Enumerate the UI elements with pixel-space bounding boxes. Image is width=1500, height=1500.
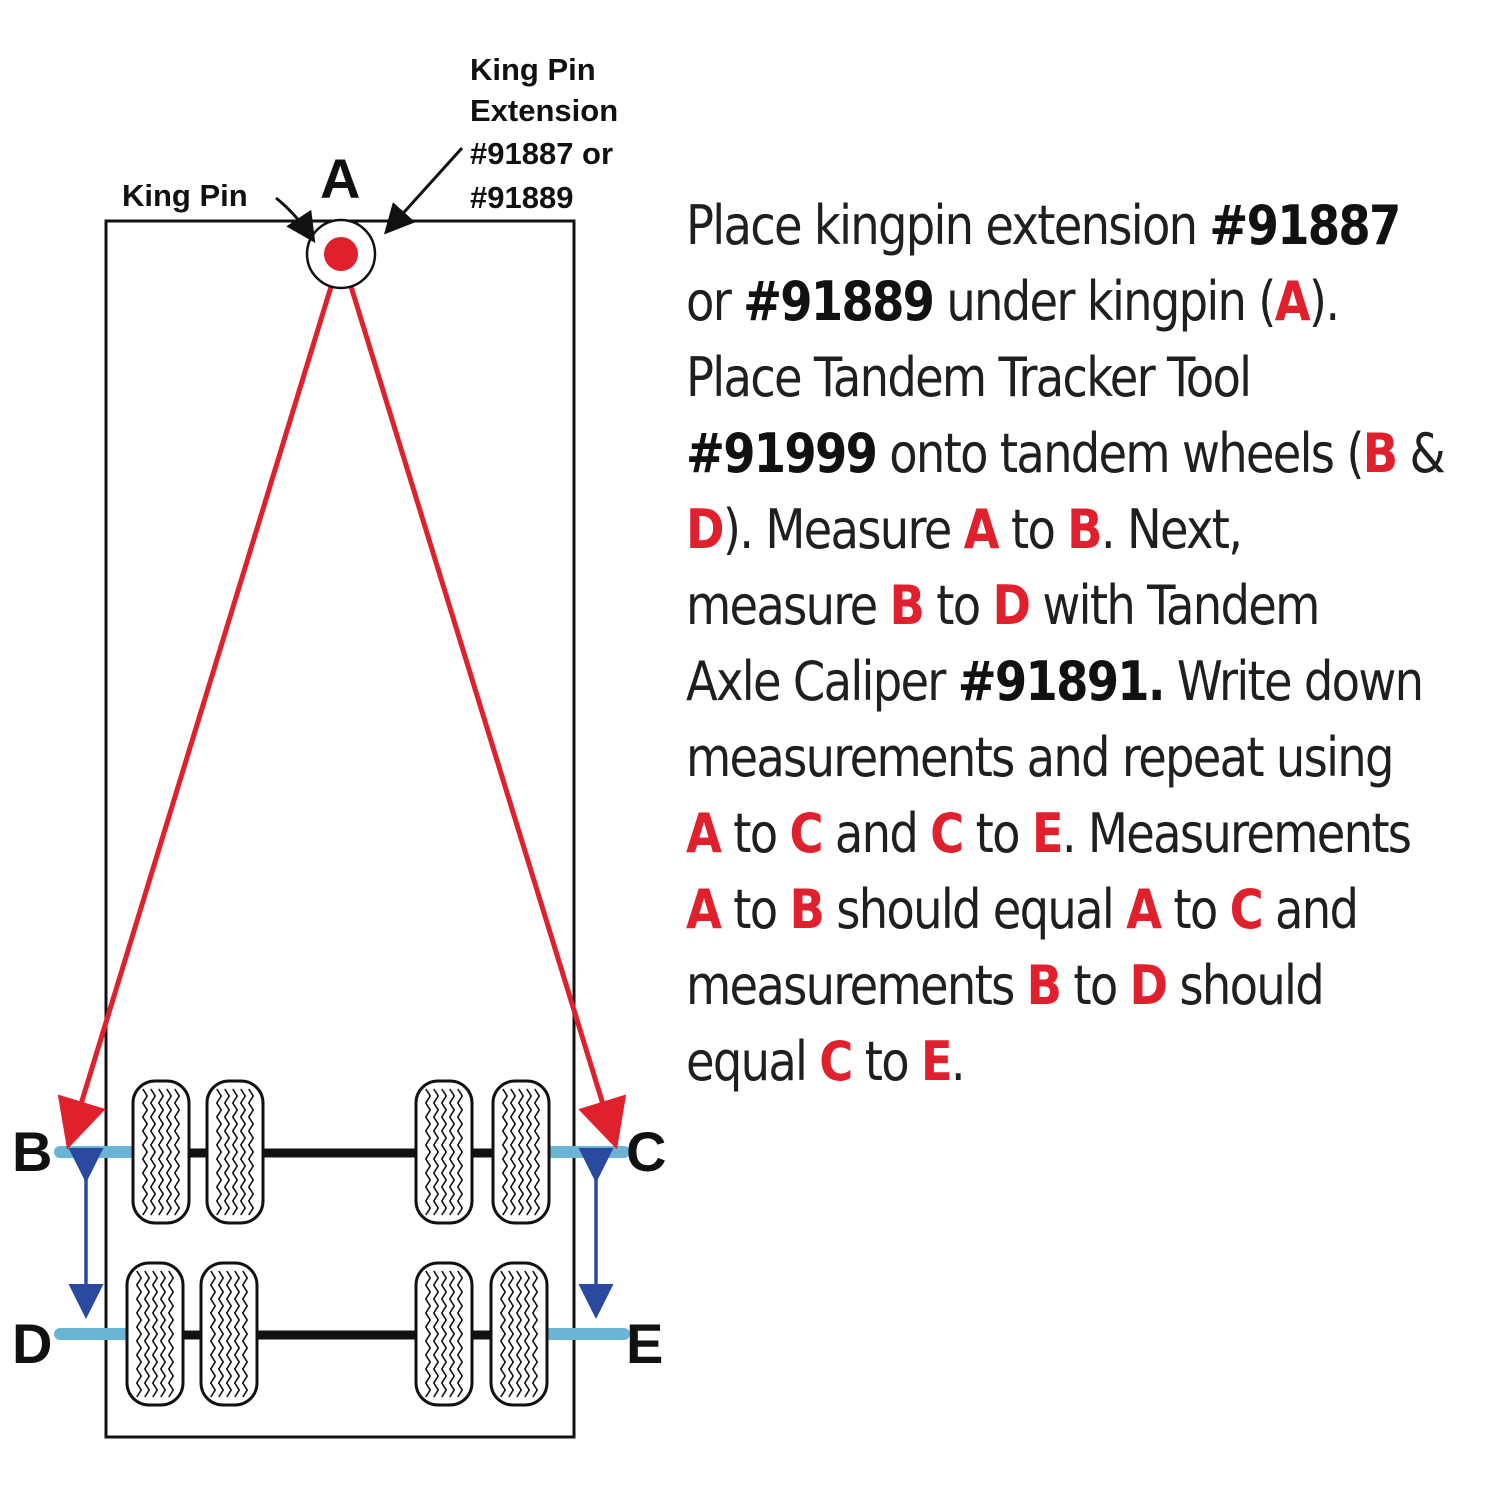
instruction-line: #91999 onto tandem wheels (B & xyxy=(686,422,1446,485)
instruction-line: D). Measure A to B. Next, xyxy=(686,498,1243,561)
tire-front-right-inner xyxy=(414,1079,474,1225)
label-e: E xyxy=(626,1312,663,1375)
instruction-line: Axle Caliper #91891. Write down xyxy=(686,650,1424,713)
label-a: A xyxy=(320,147,360,210)
tire-front-left-outer xyxy=(131,1079,191,1225)
label-extension-3: #91887 or xyxy=(470,136,613,171)
tire-front-left-inner xyxy=(205,1079,265,1225)
instruction-line: measurements B to D should xyxy=(686,954,1325,1017)
instruction-line: Place Tandem Tracker Tool xyxy=(686,346,1252,409)
tire-rear-left-outer xyxy=(125,1261,185,1407)
label-extension-4: #91889 xyxy=(470,180,573,215)
instruction-line: equal C to E. xyxy=(686,1030,966,1093)
instruction-line: measurements and repeat using xyxy=(686,726,1394,789)
tire-rear-left-inner xyxy=(199,1261,259,1407)
extension-pointer xyxy=(383,146,464,235)
instructions-text: Place kingpin extension #91887 or #91889… xyxy=(686,188,1446,1100)
instruction-line: or #91889 under kingpin (A). xyxy=(686,270,1340,333)
instruction-line: Place kingpin extension #91887 xyxy=(686,194,1401,257)
label-king-pin: King Pin xyxy=(122,178,248,213)
trailer-outline xyxy=(104,219,576,1439)
label-d: D xyxy=(12,1312,52,1375)
label-b: B xyxy=(12,1120,52,1183)
label-c: C xyxy=(626,1120,666,1183)
arrow-a-to-c xyxy=(338,253,627,1150)
tire-rear-right-outer xyxy=(489,1261,549,1407)
arrow-a-to-b xyxy=(57,253,344,1150)
tire-rear-right-inner xyxy=(414,1261,474,1407)
label-extension-2: Extension xyxy=(470,93,618,128)
instruction-line: measure B to D with Tandem xyxy=(686,574,1320,637)
king-pin-pointer xyxy=(275,196,316,243)
king-pin-dot xyxy=(324,237,358,271)
instruction-line: A to C and C to E. Measurements xyxy=(686,802,1412,865)
tire-front-right-outer xyxy=(491,1079,551,1225)
instruction-line: A to B should equal A to C and xyxy=(686,878,1359,941)
label-extension-1: King Pin xyxy=(470,52,596,87)
